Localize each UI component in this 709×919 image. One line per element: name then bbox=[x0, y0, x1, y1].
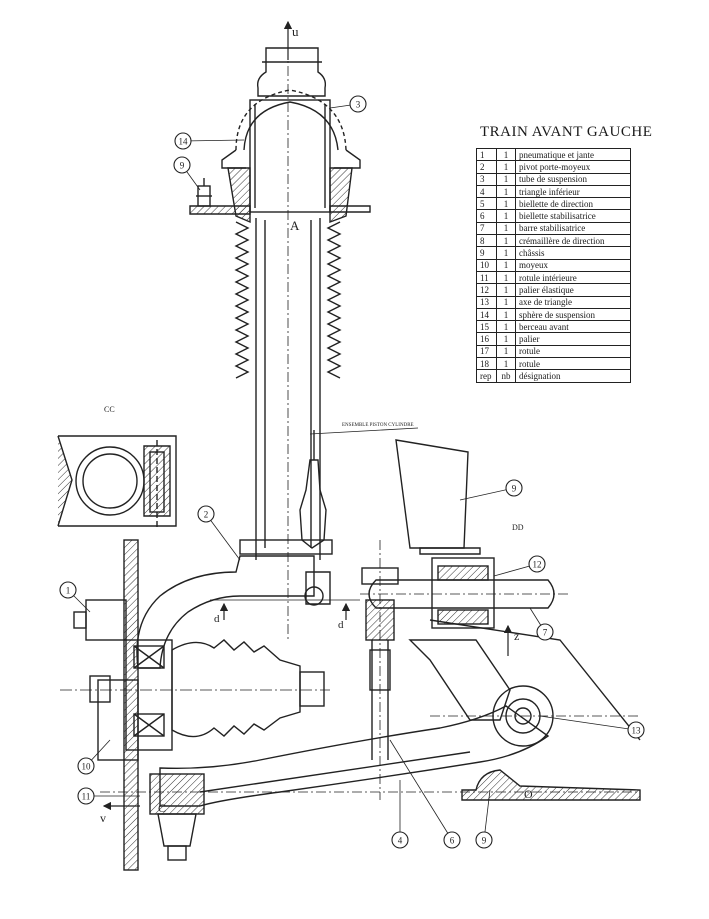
designation-cell: biellette de direction bbox=[515, 197, 631, 211]
upper-mount bbox=[189, 167, 371, 224]
callout-circle bbox=[391, 831, 409, 849]
section-cc-label: CC bbox=[104, 405, 115, 414]
designation-cell: crémaillère de direction bbox=[515, 234, 631, 248]
point-o-label: O bbox=[524, 787, 533, 801]
designation-cell: biellette stabilisatrice bbox=[515, 209, 631, 223]
callout-number: 10 bbox=[82, 762, 92, 772]
axis-v-label: v bbox=[100, 811, 106, 825]
callout-number: 1 bbox=[66, 586, 71, 596]
callout-number: 9 bbox=[180, 161, 185, 171]
callout-number: 12 bbox=[533, 560, 542, 570]
designation-cell: désignation bbox=[515, 369, 631, 383]
cv-joint-boot bbox=[171, 639, 325, 738]
lower-arm-pivot bbox=[430, 685, 640, 747]
section-dd-label: DD bbox=[512, 523, 524, 532]
rep-cell: 2 bbox=[476, 160, 497, 174]
callout-number: 9 bbox=[482, 836, 487, 846]
brake-disc bbox=[73, 539, 139, 871]
callout-circle bbox=[77, 787, 95, 805]
elastic-bearing bbox=[431, 557, 495, 629]
designation-cell: pneumatique et jante bbox=[515, 147, 631, 162]
axis-z-label: z bbox=[514, 629, 519, 643]
designation-cell: tube de suspension bbox=[515, 172, 631, 186]
callout-circle bbox=[77, 757, 95, 775]
callout-number: 2 bbox=[204, 510, 209, 520]
callout-number: 11 bbox=[82, 792, 91, 802]
pivot-hub-carrier bbox=[136, 555, 331, 669]
callout-circle bbox=[528, 555, 546, 573]
callout-circle bbox=[627, 721, 645, 739]
designation-cell: barre stabilisatrice bbox=[515, 221, 631, 236]
callout-number: 14 bbox=[179, 137, 189, 147]
callout-circle bbox=[59, 581, 77, 599]
stabilizer-link bbox=[361, 540, 399, 800]
dim-d-right: d bbox=[338, 619, 344, 631]
callout-circle bbox=[475, 831, 493, 849]
lower-arm bbox=[159, 705, 550, 807]
callout-number: 7 bbox=[543, 628, 548, 638]
assembly-note: ENSEMBLE PISTON CYLINDRE bbox=[342, 423, 414, 428]
section-cc bbox=[57, 435, 177, 530]
callout-circle bbox=[197, 505, 215, 523]
callout-circle bbox=[173, 156, 191, 174]
callout-number: 13 bbox=[632, 726, 642, 736]
designation-cell: pivot porte-moyeux bbox=[515, 160, 631, 174]
callout-number: 9 bbox=[512, 484, 517, 494]
callout-circle bbox=[443, 831, 461, 849]
hub-bearings bbox=[60, 639, 330, 751]
callout-circle bbox=[174, 132, 192, 150]
rep-cell: 7 bbox=[476, 221, 497, 236]
drawing-title: TRAIN AVANT GAUCHE bbox=[480, 124, 653, 140]
strut-tube bbox=[239, 30, 333, 640]
chassis-bracket bbox=[395, 439, 641, 801]
strut-top-cap bbox=[256, 47, 327, 97]
stabilizer-bar bbox=[360, 579, 570, 609]
callout-number: 3 bbox=[356, 100, 361, 110]
point-a-label: A bbox=[290, 218, 300, 233]
callout-circle bbox=[349, 95, 367, 113]
callout-number: 4 bbox=[398, 836, 403, 846]
callout-circle bbox=[505, 479, 523, 497]
chassis-stud bbox=[196, 178, 212, 207]
callout-number: 6 bbox=[450, 836, 455, 846]
gaiter-bellows bbox=[234, 221, 342, 379]
axis-u-label: u bbox=[292, 24, 299, 39]
point-c-label: C bbox=[158, 801, 166, 815]
lower-ball-joint bbox=[149, 773, 205, 861]
rep-cell: 3 bbox=[476, 172, 497, 186]
callout-circle bbox=[536, 623, 554, 641]
dim-d-left: d bbox=[214, 613, 220, 625]
designation-cell: triangle inférieur bbox=[515, 184, 631, 199]
steering-rod-end bbox=[299, 430, 327, 549]
